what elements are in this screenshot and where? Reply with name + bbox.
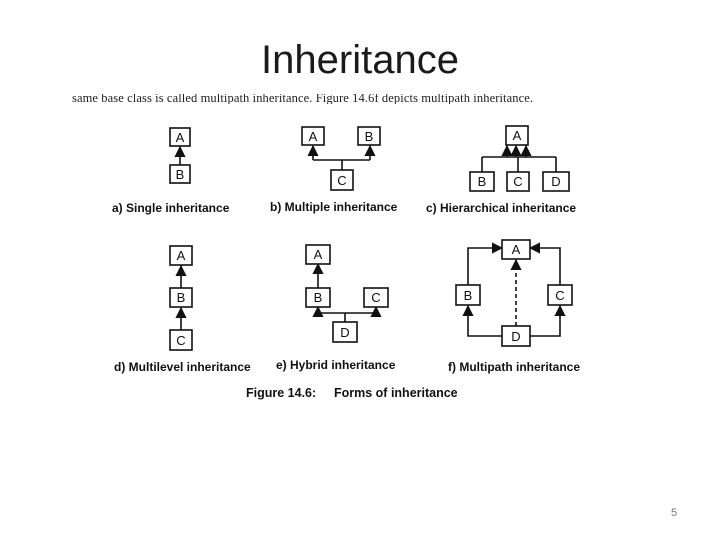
panel-label: c) Hierarchical inheritance	[426, 201, 576, 215]
panel-multipath-inheritance: A B C D f) Multipath inheritance	[448, 239, 580, 374]
class-box-c: C	[169, 329, 193, 351]
panel-single-inheritance: A B a) Single inheritance	[112, 127, 230, 215]
svg-text:B: B	[365, 129, 374, 144]
svg-text:C: C	[513, 174, 522, 189]
class-box-c: C	[330, 169, 354, 191]
class-box-a: A	[301, 126, 325, 146]
panel-multiple-inheritance: A B C b) Multiple inheritance	[270, 126, 398, 214]
svg-text:D: D	[340, 325, 349, 340]
class-box-a: A	[501, 239, 531, 260]
class-box-a: A	[505, 125, 529, 146]
panel-label: a) Single inheritance	[112, 201, 230, 215]
panel-multilevel-inheritance: A B C d) Multilevel inheritance	[114, 245, 251, 374]
panel-label: f) Multipath inheritance	[448, 360, 580, 374]
class-box-d: D	[542, 171, 570, 192]
svg-text:C: C	[555, 288, 564, 303]
class-box-b: B	[169, 287, 193, 308]
class-box-c: C	[363, 287, 389, 308]
svg-text:C: C	[337, 173, 346, 188]
svg-text:A: A	[176, 130, 185, 145]
svg-text:D: D	[511, 329, 520, 344]
class-box-a: A	[169, 245, 193, 266]
page-number: 5	[670, 507, 678, 519]
svg-text:B: B	[464, 288, 473, 303]
class-box-b: B	[169, 164, 191, 184]
svg-text:C: C	[176, 333, 185, 348]
class-box-d: D	[501, 325, 531, 347]
panel-hybrid-inheritance: A B C D e) Hybrid inheritance	[276, 244, 396, 372]
svg-text:C: C	[371, 290, 380, 305]
class-box-b: B	[469, 171, 495, 192]
panel-label: d) Multilevel inheritance	[114, 360, 251, 374]
panel-label: e) Hybrid inheritance	[276, 358, 396, 372]
figure-caption-number: Figure 14.6:	[246, 386, 316, 400]
svg-text:A: A	[309, 129, 318, 144]
svg-text:A: A	[513, 128, 522, 143]
class-box-c: C	[547, 284, 573, 306]
figure-caption-text: Forms of inheritance	[334, 386, 458, 400]
svg-text:B: B	[478, 174, 487, 189]
class-box-d: D	[332, 321, 358, 343]
figure-caption: Figure 14.6: Forms of inheritance	[246, 386, 458, 400]
class-box-b: B	[357, 126, 381, 146]
class-box-c: C	[506, 171, 530, 192]
svg-text:A: A	[314, 247, 323, 262]
svg-text:B: B	[177, 290, 186, 305]
class-box-a: A	[305, 244, 331, 265]
slide-title: Inheritance	[261, 38, 459, 82]
panel-hierarchical-inheritance: A B C D c) Hierarchical inheritance	[426, 125, 576, 215]
svg-text:D: D	[551, 174, 560, 189]
class-box-b: B	[305, 287, 331, 308]
svg-text:B: B	[176, 167, 185, 182]
svg-text:A: A	[177, 248, 186, 263]
class-box-b: B	[455, 284, 481, 306]
svg-text:A: A	[512, 242, 521, 257]
svg-text:B: B	[314, 290, 323, 305]
class-box-a: A	[169, 127, 191, 147]
panel-label: b) Multiple inheritance	[270, 200, 398, 214]
intro-text: same base class is called multipath inhe…	[72, 91, 534, 104]
